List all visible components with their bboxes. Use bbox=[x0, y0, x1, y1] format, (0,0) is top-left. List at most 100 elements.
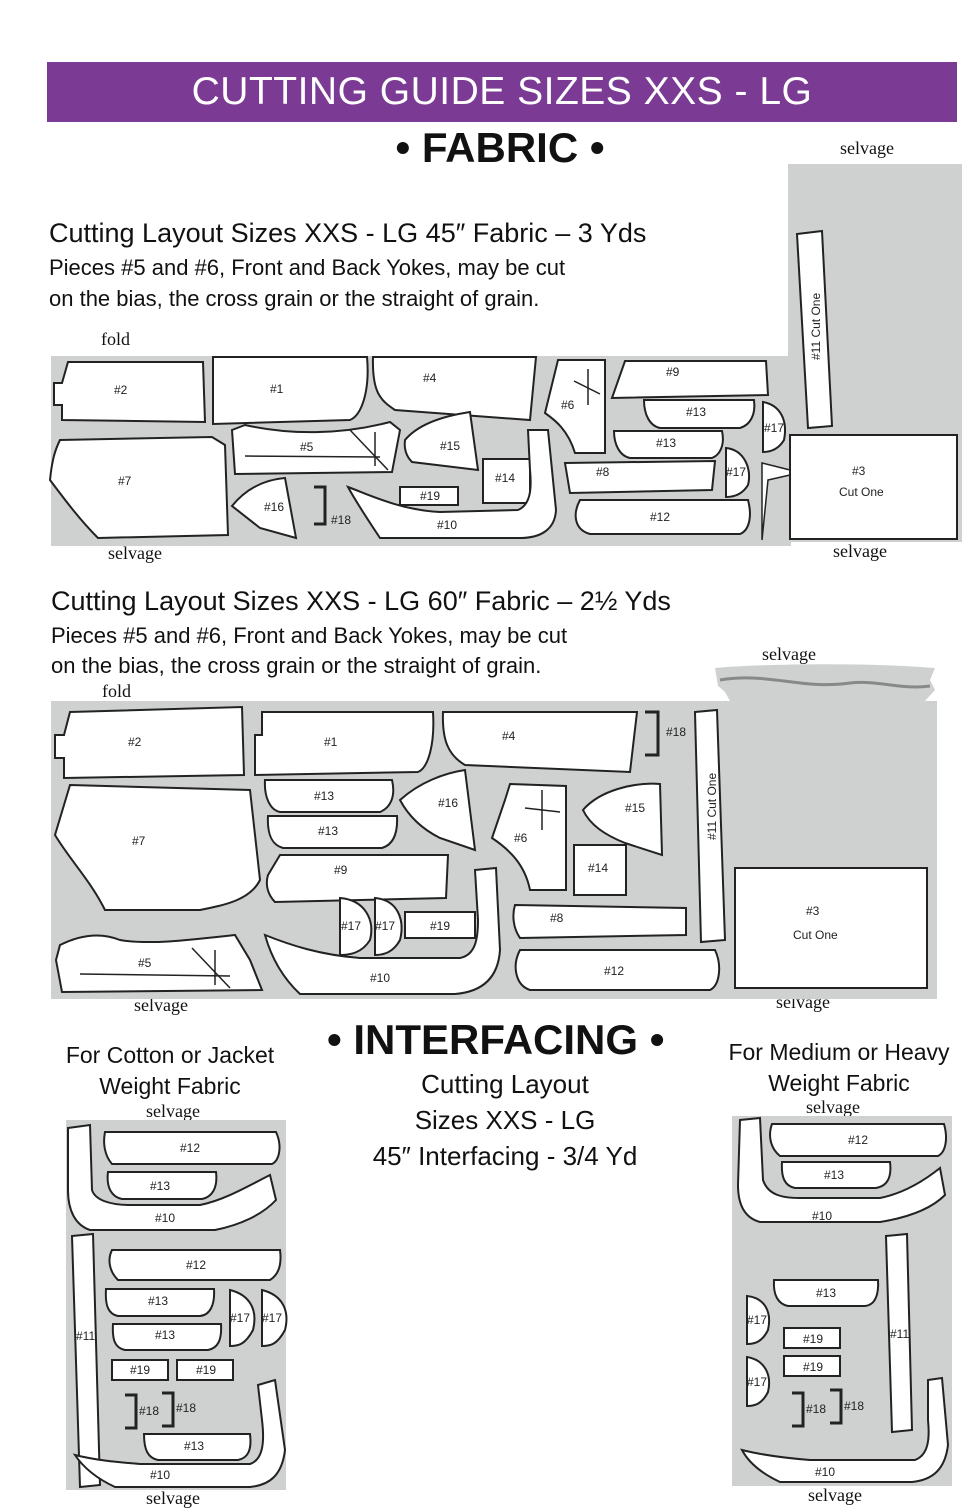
piece-10-label: #10 bbox=[437, 518, 457, 532]
piece-3-label-60: #3 bbox=[806, 904, 820, 918]
piece-14-label: #14 bbox=[495, 471, 515, 485]
if-left-piece-13c-shape bbox=[111, 1323, 223, 1351]
piece-5-grain-line-60 bbox=[79, 973, 231, 977]
piece-15-label-60: #15 bbox=[625, 801, 645, 815]
piece-10-label-60: #10 bbox=[370, 971, 390, 985]
if-left-piece-19b-shape bbox=[176, 1359, 234, 1381]
piece-6-bias-line-60 bbox=[524, 807, 561, 813]
piece-9-shape-60 bbox=[265, 854, 450, 904]
piece-13a-shape bbox=[642, 399, 756, 429]
piece-2-label: #2 bbox=[114, 383, 128, 397]
layout-60-title: Cutting Layout Sizes XXS - LG 60″ Fabric… bbox=[51, 586, 671, 616]
interfacing-line1: Cutting Layout bbox=[421, 1069, 589, 1099]
if-left-piece-13a-shape bbox=[106, 1171, 218, 1200]
if-right-piece-10a-shape bbox=[736, 1116, 947, 1223]
piece-5-label-60: #5 bbox=[138, 956, 152, 970]
if-right-piece-13a-label: #13 bbox=[824, 1168, 844, 1182]
piece-11-shape bbox=[795, 229, 834, 430]
interfacing-right-selvage-bottom: selvage bbox=[808, 1485, 862, 1505]
if-left-piece-17a-shape bbox=[229, 1288, 256, 1348]
piece-5-shape-60 bbox=[54, 933, 264, 994]
if-left-piece-17b-label: #17 bbox=[262, 1311, 282, 1325]
page-banner: CUTTING GUIDE SIZES XXS - LG bbox=[47, 62, 957, 122]
piece-8-label-60: #8 bbox=[550, 911, 564, 925]
piece-14-label-60: #14 bbox=[588, 861, 608, 875]
piece-11-label: #11 Cut One bbox=[809, 293, 823, 360]
if-left-piece-18b-label: #18 bbox=[176, 1401, 196, 1415]
if-right-piece-13a-shape bbox=[780, 1161, 892, 1189]
piece-4-label: #4 bbox=[423, 371, 437, 385]
if-right-piece-18b-label: #18 bbox=[844, 1399, 864, 1413]
piece-13a-shape-60 bbox=[263, 779, 395, 813]
if-right-piece-19a-label: #19 bbox=[803, 1332, 823, 1346]
interfacing-left-title-line2: Weight Fabric bbox=[99, 1073, 241, 1099]
if-left-piece-13c-label: #13 bbox=[155, 1328, 175, 1342]
piece-16-label: #16 bbox=[264, 500, 284, 514]
piece-16-shape bbox=[230, 476, 298, 540]
piece-10-shape bbox=[345, 429, 558, 539]
if-left-piece-11-label: #11 bbox=[76, 1329, 95, 1343]
layout-45-title: Cutting Layout Sizes XXS - LG 45″ Fabric… bbox=[49, 218, 647, 248]
piece-3-shape-60 bbox=[734, 867, 928, 989]
piece-1-shape bbox=[212, 356, 369, 426]
piece-15-shape-60 bbox=[581, 782, 664, 857]
piece-10-shape-60 bbox=[263, 866, 502, 995]
piece-18-label-60: #18 bbox=[666, 725, 686, 739]
piece-4-shape-60 bbox=[441, 711, 639, 774]
piece-8-shape bbox=[563, 459, 717, 495]
piece-17a-shape-60 bbox=[339, 896, 373, 957]
if-left-piece-13b-label: #13 bbox=[148, 1294, 168, 1308]
piece-15-shape bbox=[403, 410, 480, 472]
interfacing-heading: • INTERFACING • bbox=[327, 1016, 665, 1063]
piece-17b-label: #17 bbox=[726, 465, 746, 479]
if-left-piece-17a-label: #17 bbox=[230, 1311, 250, 1325]
piece-12-shape bbox=[574, 499, 751, 535]
interfacing-right-selvage-top: selvage bbox=[806, 1097, 860, 1117]
piece-5-shape bbox=[230, 420, 402, 476]
if-left-piece-18a-shape bbox=[125, 1393, 138, 1430]
piece-5-grain-line bbox=[244, 455, 381, 458]
if-right-piece-13b-shape bbox=[772, 1279, 880, 1307]
piece-16-label-60: #16 bbox=[438, 796, 458, 810]
if-left-piece-10b-label: #10 bbox=[150, 1468, 170, 1482]
if-left-piece-12a-shape bbox=[103, 1131, 281, 1165]
piece-19-label-60: #19 bbox=[430, 919, 450, 933]
piece-13b-label-60: #13 bbox=[318, 824, 338, 838]
if-right-piece-10a-label: #10 bbox=[812, 1209, 832, 1223]
piece-2-shape bbox=[53, 361, 207, 424]
piece-7-label-60: #7 bbox=[132, 834, 146, 848]
piece-12-shape-60 bbox=[514, 949, 721, 991]
if-left-piece-12b-shape bbox=[108, 1249, 282, 1281]
interfacing-left-selvage-bottom: selvage bbox=[146, 1488, 200, 1508]
if-left-piece-10a-shape bbox=[67, 1123, 278, 1231]
layout-60-selvage-top-right: selvage bbox=[762, 644, 816, 664]
interfacing-line2: Sizes XXS - LG bbox=[414, 1105, 596, 1135]
if-left-piece-13d-label: #13 bbox=[184, 1439, 204, 1453]
piece-7-label: #7 bbox=[118, 474, 132, 488]
interfacing-left-title-line1: For Cotton or Jacket bbox=[65, 1042, 275, 1068]
piece-12-label-60: #12 bbox=[604, 964, 624, 978]
layout-45-fold-label: fold bbox=[101, 329, 130, 349]
layout-45-note-line1: Pieces #5 and #6, Front and Back Yokes, … bbox=[49, 255, 566, 280]
piece-12-label: #12 bbox=[650, 510, 670, 524]
if-right-piece-19b-label: #19 bbox=[803, 1360, 823, 1374]
piece-17a-shape bbox=[762, 400, 786, 454]
layout-60-note-line2: on the bias, the cross grain or the stra… bbox=[51, 653, 542, 678]
piece-7-shape-60 bbox=[53, 783, 262, 911]
piece-5-label: #5 bbox=[300, 440, 314, 454]
piece-9-label-60: #9 bbox=[334, 863, 348, 877]
if-left-piece-13b-shape bbox=[104, 1288, 216, 1317]
if-left-piece-18b-shape bbox=[162, 1391, 175, 1428]
if-left-piece-12b-label: #12 bbox=[186, 1258, 206, 1272]
fabric-heading: • FABRIC • bbox=[395, 124, 605, 171]
if-right-piece-11-shape bbox=[884, 1232, 914, 1434]
piece-1-label-60: #1 bbox=[324, 735, 338, 749]
piece-16-shape-60 bbox=[398, 768, 477, 852]
piece-7-shape bbox=[48, 435, 230, 540]
if-left-piece-12a-label: #12 bbox=[180, 1141, 200, 1155]
if-left-piece-13d-shape bbox=[142, 1433, 252, 1461]
if-right-piece-10b-shape bbox=[740, 1376, 950, 1483]
piece-11-shape-60 bbox=[693, 708, 727, 944]
